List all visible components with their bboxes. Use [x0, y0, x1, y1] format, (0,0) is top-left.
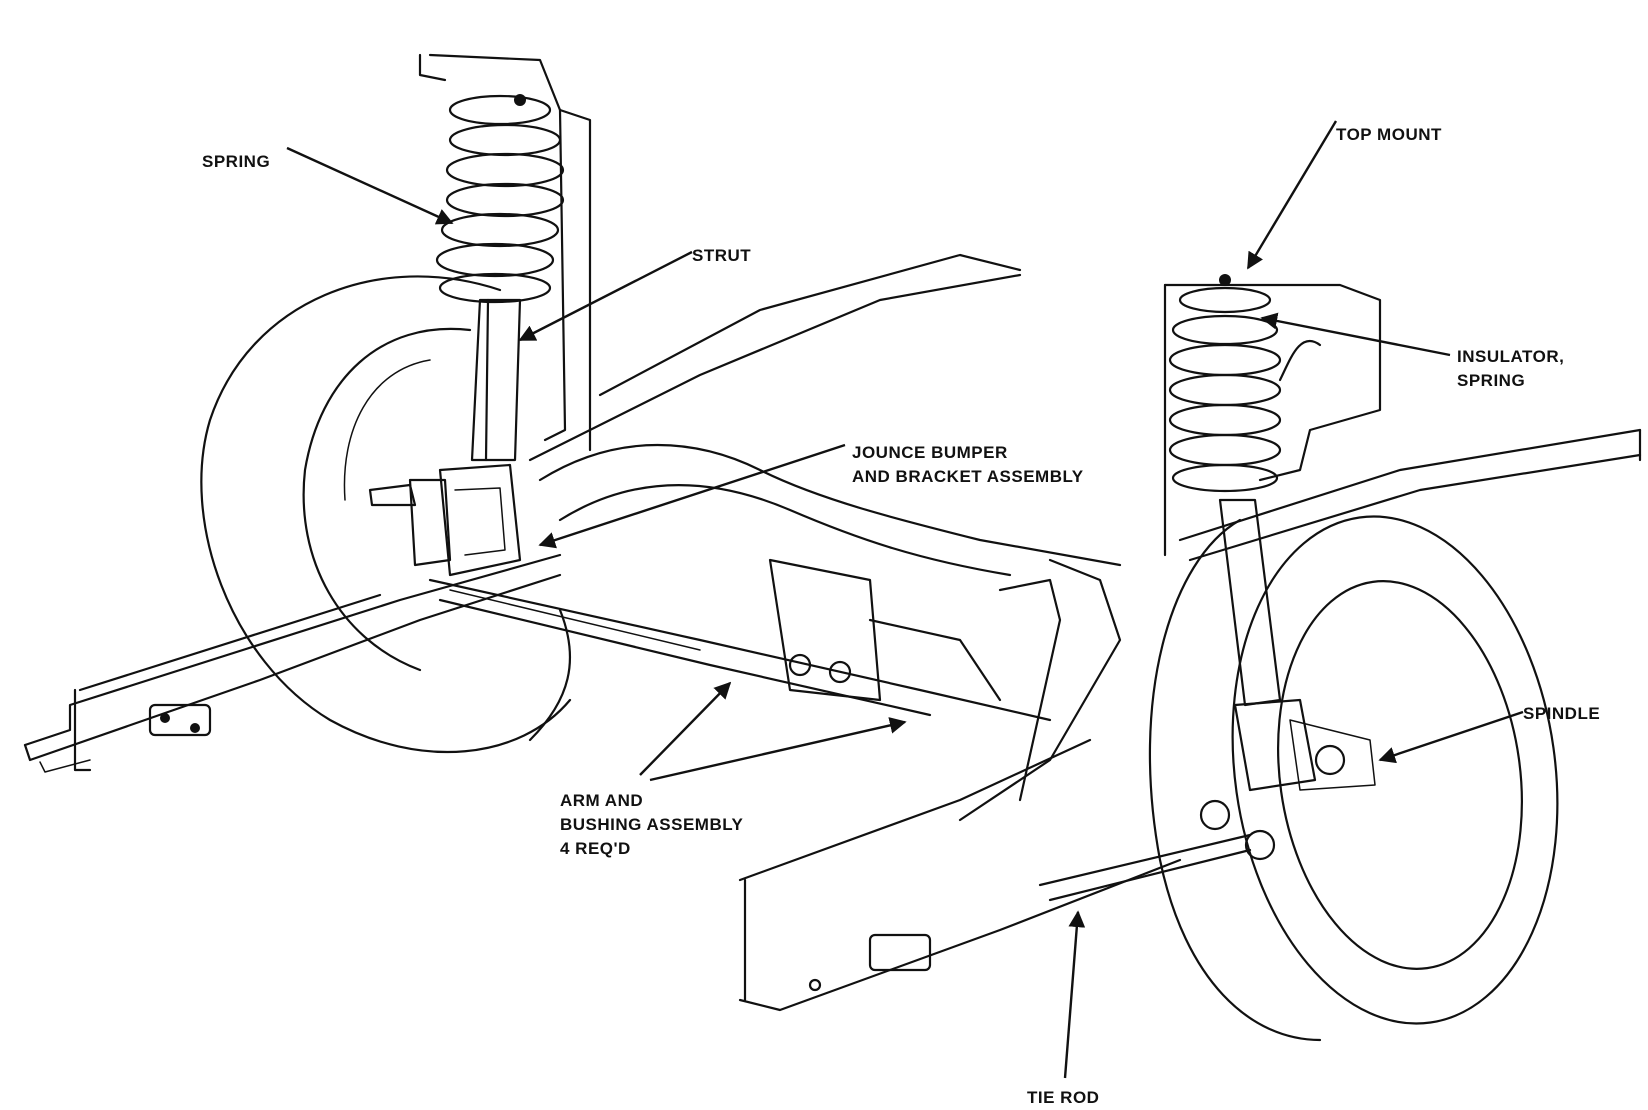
labels: SPRING STRUT TOP MOUNT INSULATOR, SPRING…: [202, 125, 1600, 1107]
tie-rod: [1038, 799, 1276, 902]
left-spindle: [368, 478, 452, 567]
label-arm-line2: BUSHING ASSEMBLY: [560, 815, 744, 834]
label-arm-line3: 4 REQ'D: [560, 839, 631, 858]
right-shock-tower: [1163, 283, 1382, 557]
left-strut: [438, 298, 522, 577]
subframe: [428, 253, 1122, 722]
right-frame-rail: [738, 428, 1642, 1012]
label-jounce-line2: AND BRACKET ASSEMBLY: [852, 467, 1084, 486]
leader-lines: [286, 120, 1524, 1079]
label-arm-line1: ARM AND: [560, 791, 643, 810]
left-wheel: [200, 275, 572, 754]
label-top-mount: TOP MOUNT: [1336, 125, 1442, 144]
left-shock-tower: [418, 53, 592, 452]
right-coil-spring: [1168, 274, 1282, 493]
label-spindle: SPINDLE: [1523, 704, 1600, 723]
right-wheel: [1148, 515, 1559, 1042]
label-tie-rod: TIE ROD: [1027, 1088, 1099, 1107]
label-insulator-line2: SPRING: [1457, 371, 1525, 390]
label-jounce-line1: JOUNCE BUMPER: [852, 443, 1008, 462]
label-spring: SPRING: [202, 152, 270, 171]
left-frame-rail: [23, 553, 562, 773]
label-strut: STRUT: [692, 246, 751, 265]
label-insulator-line1: INSULATOR,: [1457, 347, 1564, 366]
left-coil-spring: [435, 94, 565, 304]
right-strut: [1218, 498, 1317, 792]
